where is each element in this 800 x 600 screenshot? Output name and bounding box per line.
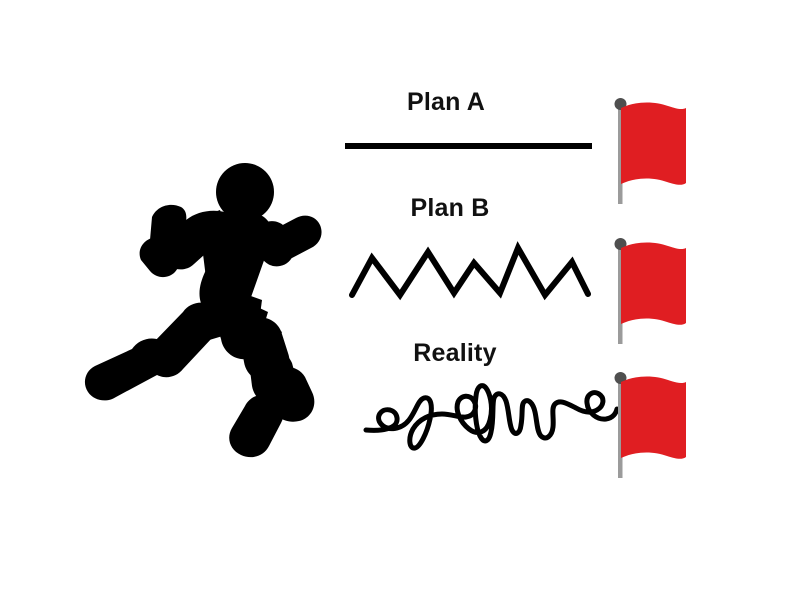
plan-a-label: Plan A bbox=[406, 88, 486, 116]
flag-icon-plan-b bbox=[614, 238, 686, 344]
reality-path-scribble bbox=[363, 383, 620, 451]
reality-label: Reality bbox=[413, 339, 497, 367]
plan-b-path-zigzag bbox=[349, 241, 591, 301]
running-person-icon bbox=[84, 163, 322, 458]
plan-b-label: Plan B bbox=[410, 194, 490, 222]
flag-icon-reality bbox=[614, 372, 686, 478]
flag-icon-plan-a bbox=[614, 98, 686, 204]
